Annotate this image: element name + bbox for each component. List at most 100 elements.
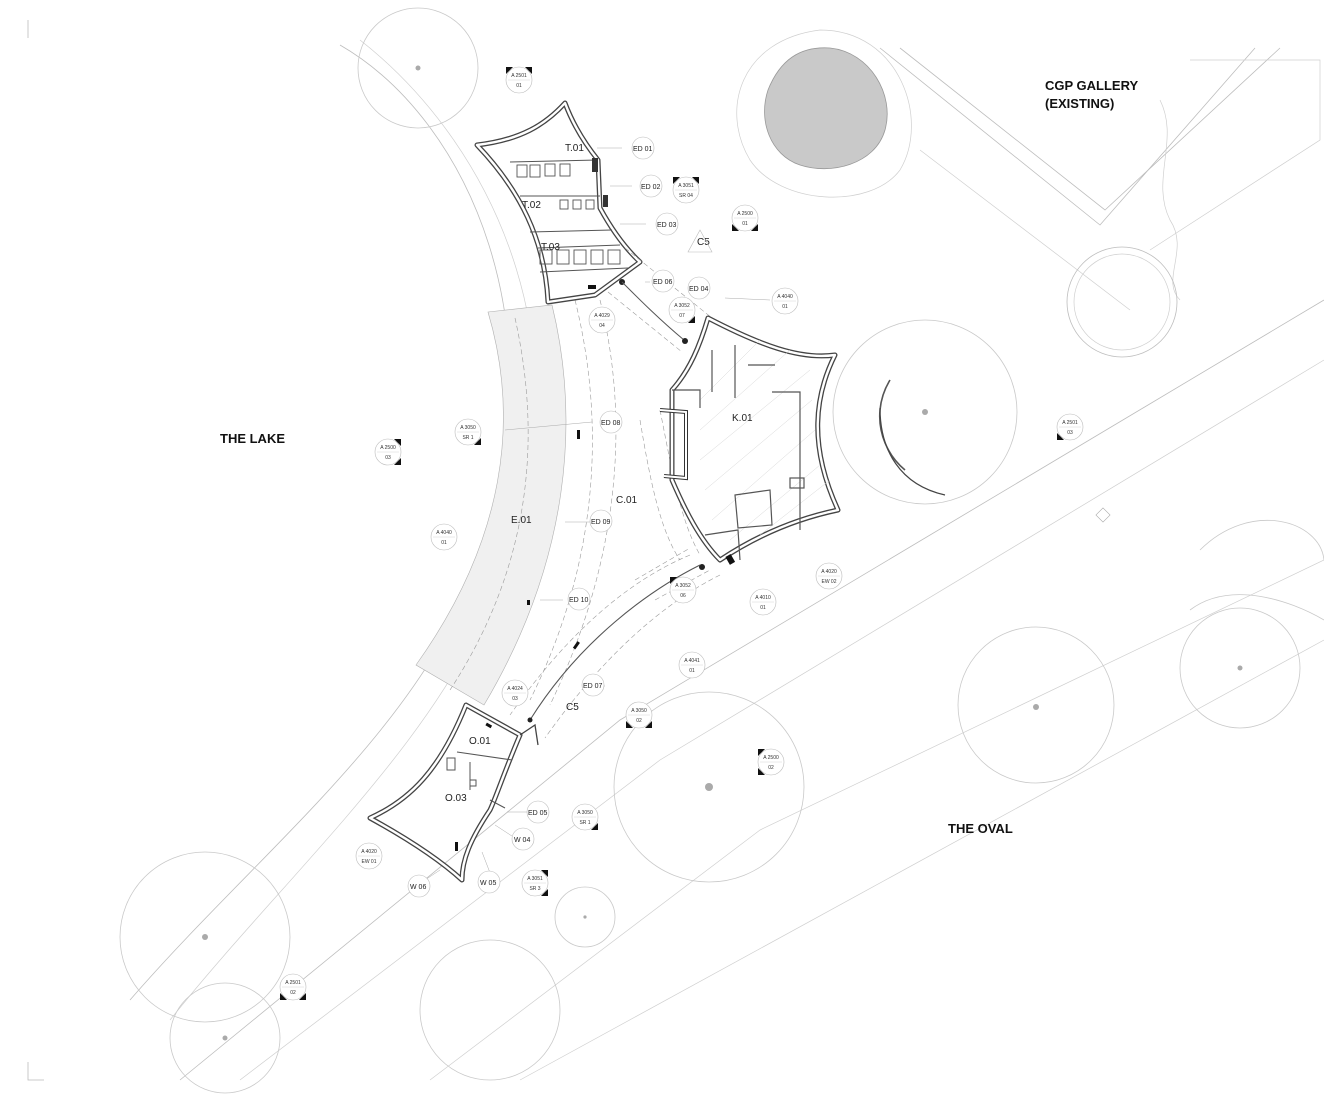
section-mark-arrow: [591, 823, 598, 830]
section-mark-arrow: [299, 993, 306, 1000]
office-partitions: [446, 751, 513, 809]
section-mark: A 4029 04: [588, 306, 616, 334]
tag-ed01: ED 01: [633, 146, 653, 153]
label-lake: THE LAKE: [220, 431, 285, 446]
section-mark: A 4024 03: [501, 679, 529, 707]
section-mark-arrow: [758, 768, 765, 775]
section-mark-code: A 4041: [684, 658, 700, 664]
tag-ed07: ED 07: [583, 683, 603, 690]
section-mark-arrow: [673, 177, 680, 184]
section-mark-sheet: SR 04: [679, 193, 693, 199]
section-mark-arrow: [688, 316, 695, 323]
section-mark-code: A 3050: [631, 708, 647, 714]
tag-w06: W 06: [410, 884, 426, 891]
section-mark-sheet: 03: [512, 696, 518, 702]
kitchen-partitions: [672, 345, 805, 561]
tag-ed03: ED 03: [657, 222, 677, 229]
section-mark-sheet: 02: [636, 718, 642, 724]
tag-ed06: ED 06: [653, 279, 673, 286]
section-mark-code: A 2500: [380, 445, 396, 451]
section-mark: A 2500 01: [731, 204, 759, 232]
section-mark-code: A 4024: [507, 686, 523, 692]
section-mark: A 3052 07: [668, 296, 696, 324]
section-mark-sheet: SR 1: [462, 435, 473, 441]
kitchen-floor-hatch: [699, 339, 831, 541]
element-tags: ED 01 ED 02 ED 03 ED 06 ED 04 ED 08 ED 0…: [407, 136, 711, 898]
section-mark-arrow: [645, 721, 652, 728]
section-mark-code: A 4040: [436, 530, 452, 536]
room-label-c01: C.01: [616, 495, 638, 506]
section-mark: A 3050 02: [625, 701, 653, 729]
section-mark: A 3050 SR 1: [454, 418, 482, 446]
sheet-corner-marks: [27, 20, 44, 1081]
section-mark-code: A 2500: [737, 211, 753, 217]
section-mark-sheet: SR 1: [579, 820, 590, 826]
site-labels: CGP GALLERY (EXISTING) THE LAKE THE OVAL: [220, 78, 1139, 836]
section-mark-arrow: [751, 224, 758, 231]
section-mark-code: A 3050: [460, 425, 476, 431]
label-gallery-line2: (EXISTING): [1045, 96, 1114, 111]
room-label-t01: T.01: [565, 143, 584, 154]
section-mark-arrow: [280, 993, 287, 1000]
section-mark-code: A 3052: [675, 583, 691, 589]
toilet-block: [474, 100, 643, 305]
section-mark-sheet: 01: [782, 304, 788, 310]
section-mark-arrow: [670, 577, 677, 584]
section-mark-arrow: [525, 67, 532, 74]
section-mark-arrow: [758, 749, 765, 756]
section-mark-arrow: [541, 870, 548, 877]
section-mark: A 3051 SR 3: [521, 869, 549, 897]
section-mark: A 3052 06: [669, 576, 697, 604]
section-mark-sheet: 01: [760, 605, 766, 611]
section-mark-arrow: [1057, 433, 1064, 440]
section-mark-sheet: EW 01: [361, 859, 376, 865]
section-mark-code: A 2501: [1062, 420, 1078, 426]
tag-ed04: ED 04: [689, 286, 709, 293]
section-mark-arrow: [732, 224, 739, 231]
section-mark: A 4020 EW 01: [355, 842, 383, 870]
section-mark-code: A 3052: [674, 303, 690, 309]
section-mark-sheet: 01: [516, 83, 522, 89]
section-mark-arrow: [626, 721, 633, 728]
site-context: [119, 7, 1324, 1094]
room-label-o01: O.01: [469, 736, 491, 747]
section-mark-arrow: [474, 438, 481, 445]
room-label-c5-top: C5: [697, 237, 710, 248]
section-mark-sheet: SR 3: [529, 886, 540, 892]
section-mark: A 4040 01: [771, 287, 799, 315]
toilet-partitions: [509, 159, 629, 273]
section-mark-code: A 4029: [594, 313, 610, 319]
tag-ed05: ED 05: [528, 810, 548, 817]
section-mark: A 4041 01: [678, 651, 706, 679]
c5-triangle-marker: [687, 229, 713, 253]
section-mark-code: A 2501: [285, 980, 301, 986]
tag-ed10: ED 10: [569, 597, 589, 604]
room-label-o03: O.03: [445, 793, 467, 804]
section-mark-arrow: [541, 889, 548, 896]
section-mark-sheet: 01: [742, 221, 748, 227]
tag-w04: W 04: [514, 837, 530, 844]
room-label-e01: E.01: [511, 515, 532, 526]
room-label-c5-bottom: C5: [566, 702, 579, 713]
label-oval: THE OVAL: [948, 821, 1013, 836]
tag-w05: W 05: [480, 880, 496, 887]
tag-ed08: ED 08: [601, 420, 621, 427]
section-mark-sheet: 07: [679, 313, 685, 319]
section-mark-code: A 3051: [527, 876, 543, 882]
section-mark-code: A 4020: [361, 849, 377, 855]
section-mark-code: A 4020: [821, 569, 837, 575]
room-label-t03: T.03: [541, 242, 560, 253]
section-mark-sheet: 06: [680, 593, 686, 599]
section-mark-sheet: 04: [599, 323, 605, 329]
section-mark-code: A 4040: [777, 294, 793, 300]
section-mark-sheet: 01: [689, 668, 695, 674]
